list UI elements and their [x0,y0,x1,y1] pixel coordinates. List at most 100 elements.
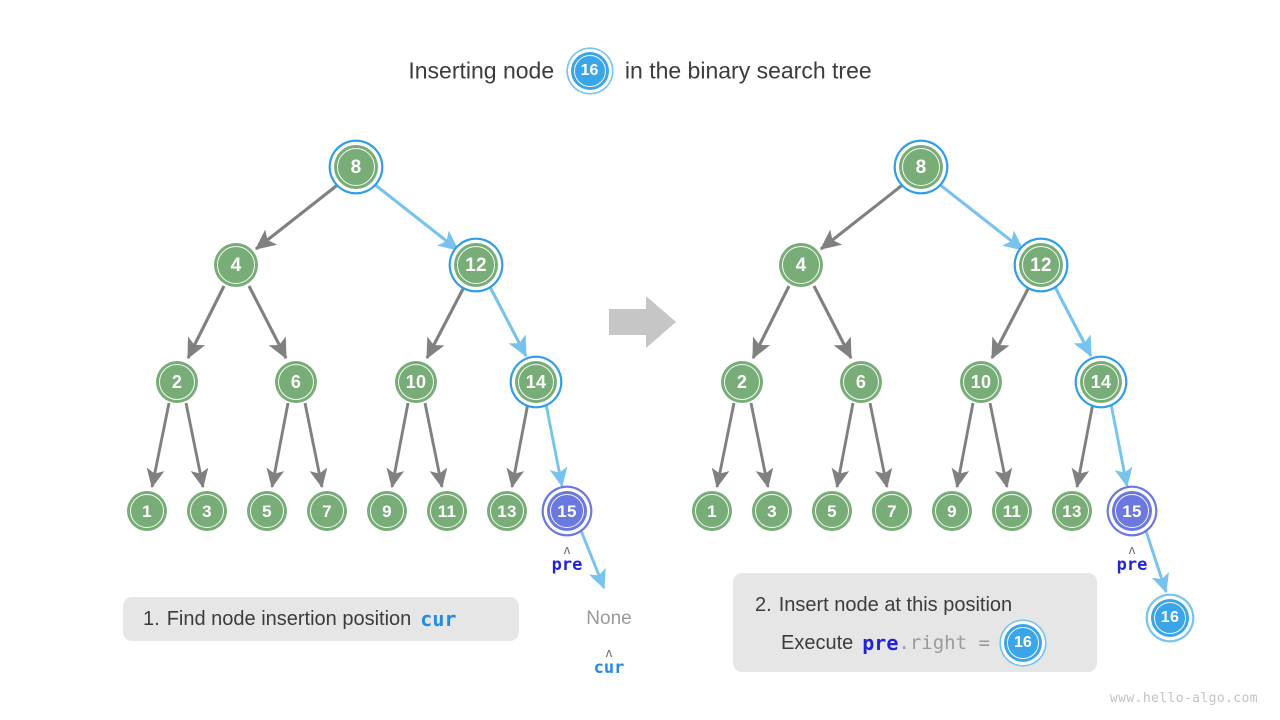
tree-node-label: 11 [1002,501,1022,521]
tree-node-label: 14 [525,372,547,392]
tree-node-2[interactable]: 2 [156,361,198,403]
tree-node-label: 7 [887,501,897,521]
pointer-name: cur [593,658,625,678]
page-title: Inserting node 16 in the binary search t… [0,52,1280,90]
tree-node-11[interactable]: 11 [427,491,467,531]
tree-node-label: 6 [855,372,867,392]
tree-node-14[interactable]: 14 [515,361,557,403]
tree-node-16[interactable]: 16 [1151,599,1189,637]
tree-node-15[interactable]: 15 [547,491,587,531]
edge-8-4 [255,181,341,251]
edge-12-10 [425,286,466,360]
edge-6-7 [303,402,328,489]
tree-node-label: 4 [230,254,242,276]
tree-node-8[interactable]: 8 [899,145,943,189]
tree-node-label: 3 [767,501,777,521]
tree-node-label: 5 [262,501,272,521]
caption-step2-property: .right = [898,632,990,654]
tree-node-label: 10 [405,372,427,392]
edge-2-1 [146,402,171,489]
tree-node-4[interactable]: 4 [779,243,823,287]
tree-node-5[interactable]: 5 [812,491,852,531]
tree-node-13[interactable]: 13 [1052,491,1092,531]
tree-node-label: 9 [382,501,392,521]
tree-node-7[interactable]: 7 [872,491,912,531]
tree-node-label: 6 [290,372,302,392]
tree-node-15[interactable]: 15 [1112,491,1152,531]
edge-12-14 [488,286,528,358]
edge-r12-14 [1053,286,1093,358]
tree-node-label: 8 [350,156,362,178]
edge-4-2 [186,285,226,360]
pointer-caret-icon: ʌ [605,645,613,660]
tree-node-9[interactable]: 9 [367,491,407,531]
tree-node-10[interactable]: 10 [395,361,437,403]
edge-r4-6 [812,285,853,360]
tree-node-label: 15 [557,501,577,521]
edge-8-12 [373,182,459,252]
tree-node-8[interactable]: 8 [334,145,378,189]
tree-node-3[interactable]: 3 [752,491,792,531]
chip-label: 16 [580,62,599,79]
tree-node-label: 1 [707,501,717,521]
tree-node-12[interactable]: 12 [454,243,498,287]
tree-node-9[interactable]: 9 [932,491,972,531]
tree-node-label: 9 [947,501,957,521]
tree-node-label: 4 [795,254,807,276]
edge-6-5 [266,402,290,489]
none-value-label: None [586,608,632,629]
caption-box-step2: 2. Insert node at this position Execute … [733,573,1097,672]
tree-node-label: 12 [465,254,487,276]
edge-14-15 [544,403,568,488]
tree-node-label: 5 [827,501,837,521]
edge-r12-10 [990,286,1031,360]
caption-step2-line1: Insert node at this position [778,593,1013,616]
tree-node-label: 15 [1122,501,1142,521]
tree-node-6[interactable]: 6 [275,361,317,403]
title-node-chip: 16 [570,52,609,90]
tree-node-14[interactable]: 14 [1080,361,1122,403]
tree-node-4[interactable]: 4 [214,243,258,287]
tree-node-7[interactable]: 7 [307,491,347,531]
watermark: www.hello-algo.com [1109,691,1258,706]
transition-arrow [609,296,676,348]
edge-14-13 [506,402,530,489]
caption-chip-label: 16 [1014,634,1032,651]
tree-node-label: 1 [142,501,152,521]
edge-r10-11 [988,402,1013,489]
edge-r10-9 [951,402,975,489]
tree-node-1[interactable]: 1 [692,491,732,531]
edge-10-9 [386,402,410,489]
caption-step1-text: Find node insertion position [166,607,412,630]
pointer-caret-icon: ʌ [563,542,571,557]
tree-node-label: 11 [437,501,457,521]
tree-node-11[interactable]: 11 [992,491,1032,531]
pointer-name: pre [1116,555,1148,575]
caption-step2-keyword-pre: pre [862,631,899,655]
tree-node-13[interactable]: 13 [487,491,527,531]
tree-node-6[interactable]: 6 [840,361,882,403]
tree-node-label: 13 [497,501,517,521]
tree-node-5[interactable]: 5 [247,491,287,531]
tree-node-10[interactable]: 10 [960,361,1002,403]
edge-r14-13 [1071,402,1095,489]
edge-r6-7 [868,402,893,489]
tree-node-label: 10 [970,372,992,392]
tree-node-1[interactable]: 1 [127,491,167,531]
caption-step2-execute-word: Execute [781,631,854,654]
edge-4-6 [247,285,288,360]
edge-r14-15 [1109,403,1133,488]
chip-16: 16 [570,52,609,90]
caption-step2-number: 2. [755,593,772,616]
pointer-name: pre [551,555,583,575]
tree-node-12[interactable]: 12 [1019,243,1063,287]
tree-node-2[interactable]: 2 [721,361,763,403]
caption-box-step1: 1. Find node insertion position cur [123,597,519,641]
edge-r8-12 [938,182,1024,252]
tree-node-label: 13 [1062,501,1082,521]
edge-r2-3 [749,402,774,489]
tree-node-3[interactable]: 3 [187,491,227,531]
